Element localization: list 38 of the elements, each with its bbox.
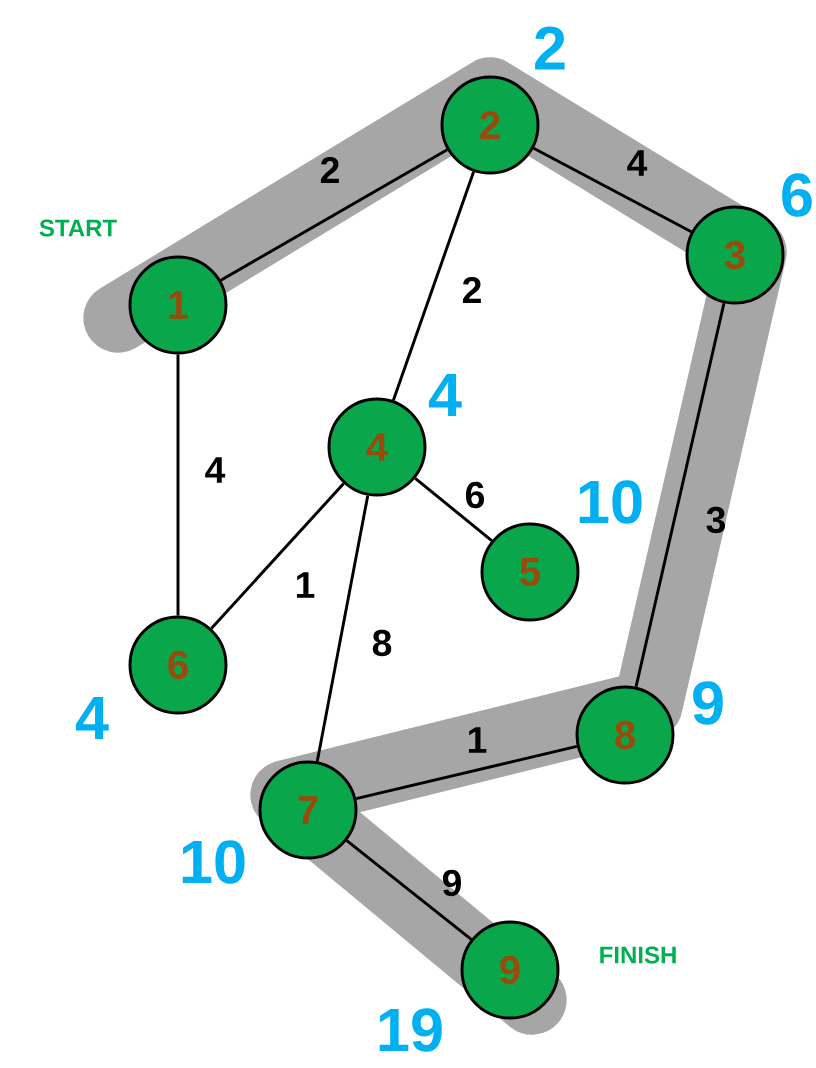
distance-label: 6 bbox=[782, 173, 812, 217]
graph-node: 6 bbox=[128, 615, 228, 715]
distance-label: 2 bbox=[535, 26, 565, 70]
edge-weight: 8 bbox=[372, 629, 392, 657]
node-caption: START bbox=[39, 219, 117, 237]
edge-weight: 4 bbox=[627, 150, 648, 176]
graph-node: 7 bbox=[258, 760, 358, 860]
edge-weight: 4 bbox=[205, 457, 226, 483]
edge-weight: 2 bbox=[462, 277, 481, 304]
distance-label: 4 bbox=[75, 696, 109, 740]
edge-weight: 2 bbox=[320, 157, 339, 184]
edge-weight: 1 bbox=[296, 572, 315, 598]
edge-line bbox=[355, 744, 578, 801]
graph-node: 1 bbox=[128, 255, 228, 355]
edge-line bbox=[392, 171, 475, 401]
graph-node: 5 bbox=[480, 522, 580, 622]
edge-line bbox=[210, 482, 345, 630]
edge-line bbox=[634, 302, 726, 688]
graph-node: 4 bbox=[327, 397, 427, 497]
edge-line bbox=[533, 146, 692, 234]
edge-line bbox=[414, 477, 493, 542]
edge-line bbox=[345, 839, 473, 941]
node-caption: FINISH bbox=[600, 946, 676, 964]
distance-label: 4 bbox=[428, 373, 462, 417]
graph-node: 2 bbox=[440, 75, 540, 175]
edge-weight: 1 bbox=[468, 727, 487, 753]
distance-label: 19 bbox=[379, 1008, 442, 1052]
distance-label: 10 bbox=[579, 480, 642, 524]
graph-node: 8 bbox=[575, 685, 675, 785]
edge-line bbox=[176, 354, 180, 616]
distance-label: 10 bbox=[182, 840, 245, 884]
edge-line bbox=[315, 495, 370, 762]
edge-weight: 9 bbox=[442, 869, 461, 897]
edge-weight: 6 bbox=[466, 481, 484, 509]
edge-line bbox=[220, 148, 448, 282]
distance-label: 9 bbox=[693, 681, 723, 725]
edge-weight: 3 bbox=[706, 506, 725, 534]
graph-node: 9 bbox=[460, 920, 560, 1020]
